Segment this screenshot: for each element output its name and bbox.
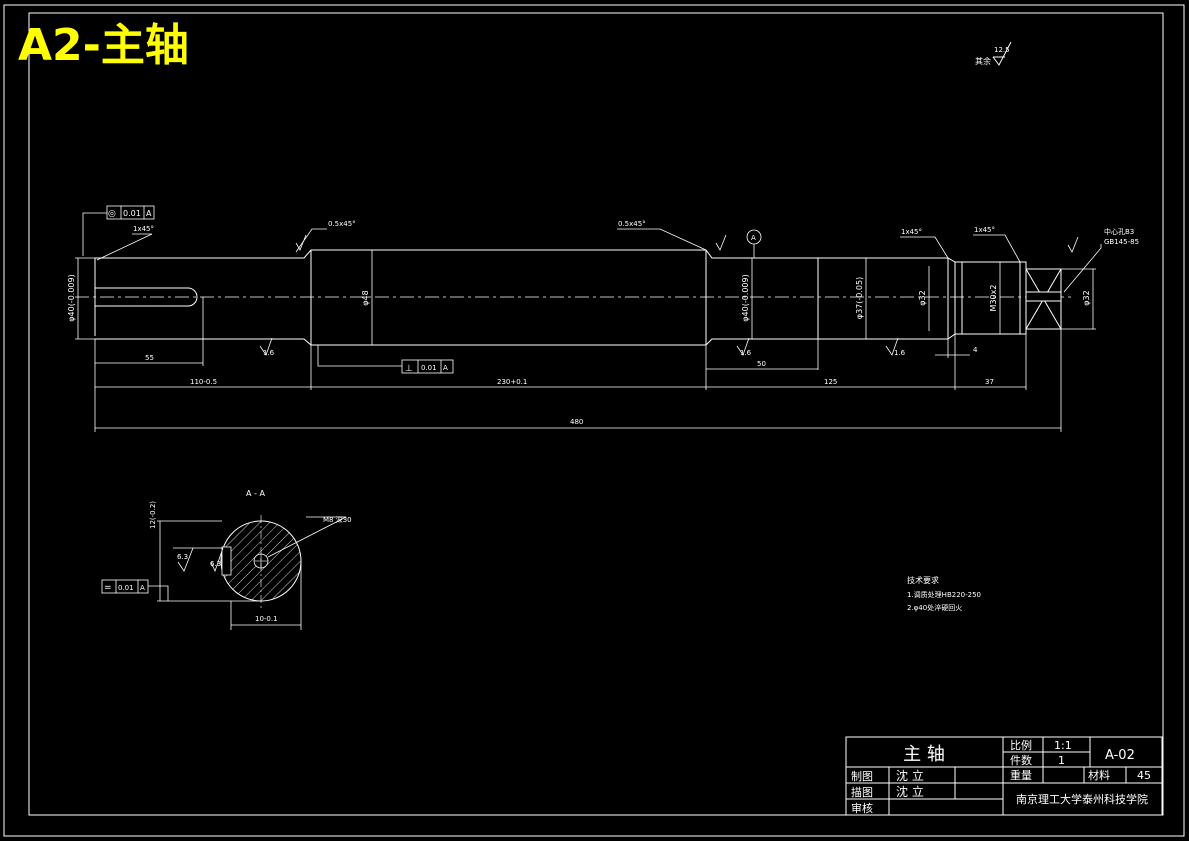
center-hole-line1: 中心孔B3 (1104, 227, 1134, 236)
chamfer-left: 1x45° (133, 225, 154, 233)
traced-by: 沈 立 (896, 784, 924, 799)
shaft-outline (94, 249, 1062, 346)
diameter-d2: φ48 (361, 290, 370, 305)
corner-label: A2-主轴 (18, 20, 189, 71)
school-name: 南京理工大学泰州科技学院 (1016, 792, 1148, 806)
drawn-label: 制图 (851, 770, 873, 783)
parallel-datum: A (140, 584, 145, 592)
section-width: 10-0.1 (255, 615, 278, 623)
material-label: 材料 (1088, 768, 1110, 782)
tech-line2: 2.φ40处淬硬回火 (907, 603, 962, 612)
diameter-d6: M30x2 (989, 285, 998, 312)
diameter-d7: φ32 (1082, 290, 1091, 305)
parallel-value: 0.01 (118, 584, 134, 592)
coaxial-value: 0.01 (123, 209, 141, 218)
coaxial-tolerance (82, 205, 155, 256)
section-dims (101, 516, 347, 630)
traced-label: 描图 (851, 785, 873, 799)
outer-frame (3, 4, 1185, 837)
qty-value: 1 (1058, 754, 1065, 767)
diameter-d4: φ37(-0.05) (855, 277, 864, 319)
section-roughness-2: 6.3 (210, 560, 221, 568)
diameter-d5: φ32 (918, 290, 927, 305)
length-dim-lines (94, 297, 1062, 432)
coaxial-symbol: ◎ (108, 209, 116, 219)
chamfer-mid-right: 0.5x45° (618, 220, 646, 228)
title-block (845, 736, 1163, 816)
roughness-1: 1.6 (263, 349, 275, 357)
coaxial-datum: A (146, 209, 152, 218)
perpendicular-value: 0.01 (421, 364, 437, 372)
perpendicular-tolerance (317, 345, 454, 374)
drawing-no: A-02 (1105, 748, 1135, 763)
length-seg4: 125 (824, 378, 837, 386)
roughness-3: 1.6 (894, 349, 906, 357)
section-roughness-1: 6.3 (177, 553, 188, 561)
checked-label: 审核 (851, 801, 873, 815)
section-depth: 12(-0.2) (149, 501, 157, 529)
parallel-symbol: = (104, 583, 112, 593)
qty-label: 件数 (1010, 754, 1032, 767)
diameter-d3: φ40(-0.009) (741, 274, 750, 322)
length-seg3: 50 (757, 360, 766, 368)
inner-frame (28, 12, 1164, 816)
length-seg1: 110-0.5 (190, 378, 217, 386)
scale-value: 1:1 (1054, 739, 1072, 752)
drawn-by: 沈 立 (896, 768, 924, 783)
chamfer-right2: 1x45° (974, 226, 995, 234)
part-name: 主 轴 (903, 744, 945, 765)
center-hole-line2: GB145-85 (1104, 238, 1139, 246)
tech-line1: 1.调质处理HB220-250 (907, 590, 981, 599)
section-view (220, 515, 302, 610)
length-seg2: 230+0.1 (497, 378, 527, 386)
length-seg5: 37 (985, 378, 994, 386)
perpendicular-datum: A (443, 364, 448, 372)
perpendicular-symbol: ⊥ (405, 364, 413, 374)
chamfer-right1: 1x45° (901, 228, 922, 236)
weight-label: 重量 (1010, 768, 1032, 782)
section-title: A - A (246, 489, 265, 498)
diameter-d1: φ40(-0.009) (67, 274, 76, 322)
length-total: 480 (570, 418, 583, 426)
length-seg6: 4 (973, 346, 978, 354)
length-key: 55 (145, 354, 154, 362)
roughness-2: 1.6 (740, 349, 752, 357)
roughness-other-label: 其余 (975, 56, 991, 66)
diameter-dim-lines (75, 250, 1096, 345)
section-hole: M8 深30 (323, 515, 352, 524)
scale-label: 比例 (1010, 738, 1032, 752)
material-value: 45 (1137, 769, 1151, 782)
roughness-other-symbol (992, 41, 1012, 66)
roughness-other-value: 12.5 (994, 46, 1010, 54)
tech-title: 技术要求 (907, 575, 939, 585)
chamfer-mid-left: 0.5x45° (328, 220, 356, 228)
chamfer-leaders (96, 228, 1102, 293)
datum-tag: A (751, 234, 756, 242)
roughness-marks (259, 234, 1079, 356)
